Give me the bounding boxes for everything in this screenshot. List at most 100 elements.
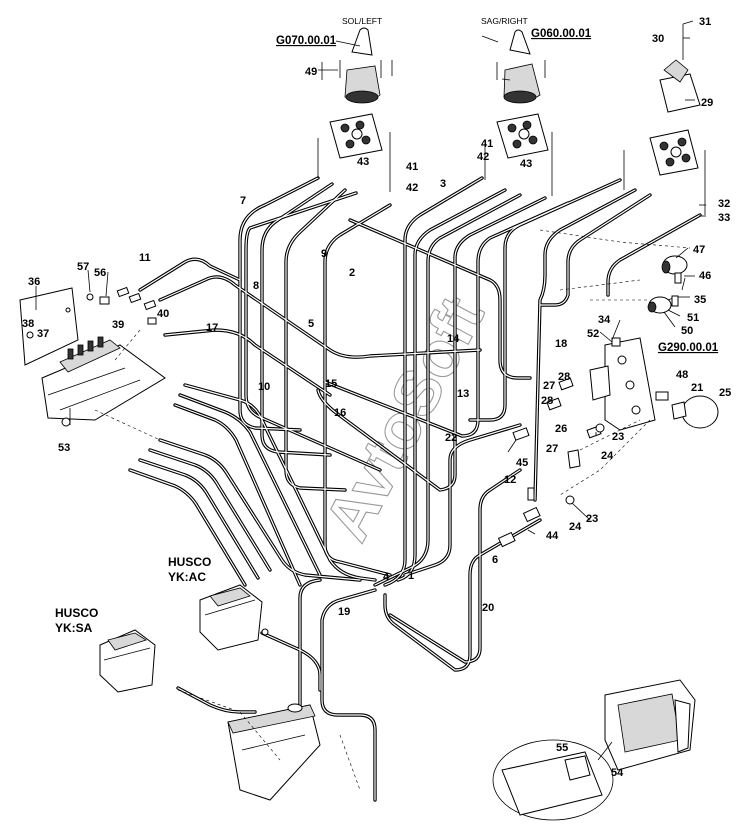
callout-13: 13	[457, 388, 469, 400]
hose-core	[239, 177, 319, 431]
hose-core	[389, 469, 521, 663]
hose-20	[388, 468, 522, 664]
callout-24a: 24	[601, 450, 614, 462]
callout-27a: 27	[543, 380, 555, 392]
cab-outline	[604, 679, 696, 771]
left-side-label: SOL/LEFT	[342, 16, 382, 26]
hose-core	[261, 183, 333, 456]
callout-15: 15	[325, 378, 337, 390]
hose-core	[139, 258, 241, 291]
callout-29: 29	[701, 97, 713, 109]
callout-42a: 42	[406, 182, 418, 194]
callout-1: 1	[408, 570, 414, 582]
callout-45: 45	[516, 457, 528, 469]
hose-tank2	[176, 686, 257, 714]
callout-30: 30	[652, 33, 664, 45]
callout-49: 49	[305, 66, 317, 78]
husco-sa-line2: YK:SA	[55, 621, 93, 635]
accumulator-25	[671, 395, 719, 429]
callout-48: 48	[676, 369, 688, 381]
husco-ac-line1: HUSCO	[168, 555, 211, 569]
hose-core	[159, 439, 361, 581]
callout-33: 33	[718, 212, 730, 224]
solenoid-50	[647, 295, 679, 314]
callout-27b: 27	[546, 443, 558, 455]
hose-core	[384, 519, 541, 671]
right-side-label: SAG/RIGHT	[481, 16, 528, 26]
hose-core	[534, 189, 636, 501]
hose-core	[139, 459, 259, 579]
hose-core	[174, 404, 301, 586]
callout-21: 21	[691, 382, 703, 394]
hose-7	[238, 176, 320, 432]
hose-12	[606, 213, 702, 297]
hose-core	[245, 192, 381, 471]
accumulator-block	[589, 337, 656, 431]
callout-14: 14	[447, 333, 460, 345]
hose-core	[469, 179, 621, 421]
callout-57: 57	[77, 261, 89, 273]
callout-56: 56	[94, 267, 106, 279]
callout-8: 8	[253, 280, 259, 292]
callout-51: 51	[687, 312, 699, 324]
callout-36: 36	[28, 276, 40, 288]
callout-54: 54	[611, 767, 624, 779]
callout-50: 50	[681, 325, 693, 337]
hose-core	[404, 424, 521, 576]
left-joystick	[321, 27, 393, 104]
hose-19	[320, 588, 377, 802]
floor-plate	[19, 287, 79, 366]
callout-47: 47	[693, 244, 705, 256]
husco-ac-valve	[199, 584, 269, 651]
callout-34: 34	[598, 314, 611, 326]
callouts: 1 2 3 4 5 6 7 8 9 10 11 12 13 14 15 16 1…	[22, 16, 731, 779]
solenoid-47	[661, 255, 688, 291]
hose-core	[321, 589, 376, 801]
callout-11: 11	[139, 252, 151, 264]
callout-31: 31	[699, 16, 711, 28]
hose-core	[184, 384, 376, 581]
callout-7: 7	[240, 195, 246, 207]
right-joystick-group-code: G060.00.01	[531, 28, 592, 40]
hydraulic-tank	[227, 703, 321, 801]
callout-4: 4	[383, 571, 390, 583]
callout-38: 38	[22, 318, 34, 330]
callout-6: 6	[492, 554, 498, 566]
hose-core	[261, 632, 321, 691]
callout-40: 40	[157, 308, 169, 320]
callout-53: 53	[58, 442, 70, 454]
hose-core	[397, 189, 506, 581]
hose-6	[383, 518, 542, 672]
callout-16: 16	[334, 407, 346, 419]
callout-35: 35	[694, 294, 706, 306]
fittings	[86, 272, 682, 548]
hose-core	[384, 177, 483, 586]
left-joystick-group-code: G070.00.01	[276, 35, 337, 47]
callout-41a: 41	[406, 161, 418, 173]
callout-5: 5	[308, 318, 314, 330]
hose-core	[164, 329, 331, 396]
callout-42b: 42	[477, 151, 489, 163]
accumulator-group-code: G290.00.01	[658, 342, 719, 354]
callout-41b: 41	[481, 138, 493, 150]
callout-18: 18	[555, 338, 567, 350]
hose-core	[607, 214, 701, 296]
callout-12: 12	[504, 474, 516, 486]
callout-23a: 23	[612, 431, 624, 443]
pedal-valve	[623, 24, 706, 215]
left-pilot-valve-block	[317, 113, 391, 192]
callout-44: 44	[546, 530, 559, 542]
hose-core	[149, 449, 271, 571]
callout-23b: 23	[586, 513, 598, 525]
hose-tank	[260, 631, 322, 692]
callout-3: 3	[440, 178, 446, 190]
callout-24b: 24	[569, 521, 582, 533]
right-pilot-valve-block	[484, 113, 553, 196]
leader-lines	[35, 20, 706, 535]
callout-17: 17	[206, 322, 218, 334]
callout-52: 52	[587, 328, 599, 340]
callout-46: 46	[699, 270, 711, 282]
callout-55: 55	[556, 742, 568, 754]
cab-floor-detail	[492, 739, 614, 821]
